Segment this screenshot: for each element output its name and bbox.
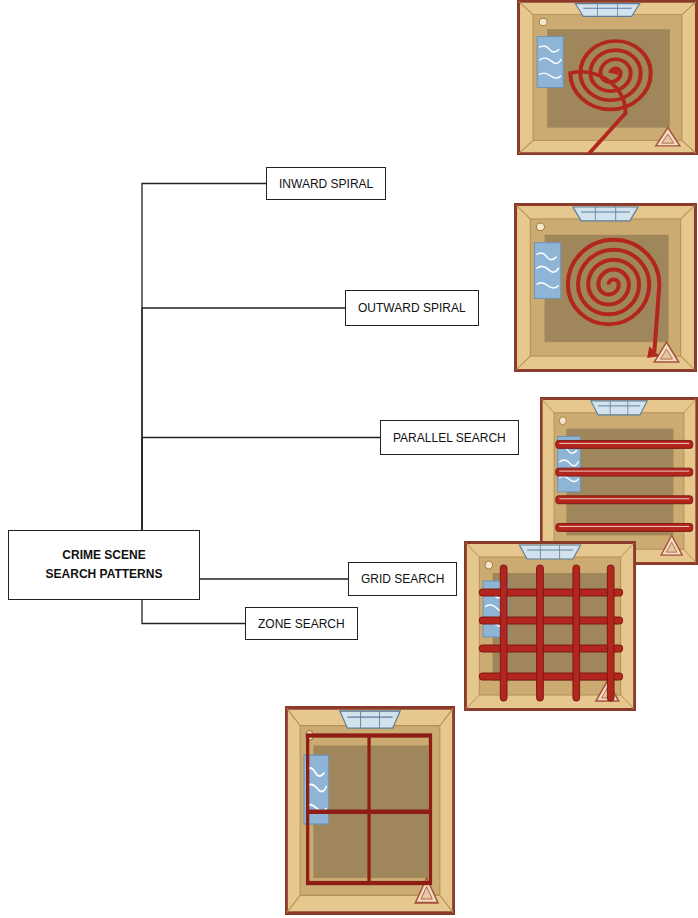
box-label: PARALLEL SEARCH (393, 431, 506, 445)
box-label: GRID SEARCH (361, 572, 444, 586)
tree-connector (142, 308, 345, 530)
pattern-box: OUTWARD SPIRAL (345, 290, 479, 326)
grid-search-illustration (464, 541, 636, 711)
pattern-box: ZONE SEARCH (245, 607, 358, 640)
pattern-box: PARALLEL SEARCH (380, 420, 519, 455)
tree-connector (200, 578, 348, 579)
zone-search-illustration (285, 706, 455, 915)
outward-spiral-illustration (514, 203, 697, 372)
pattern-box: INWARD SPIRAL (266, 167, 386, 200)
inward-spiral-illustration (517, 0, 698, 155)
box-label: OUTWARD SPIRAL (358, 301, 466, 315)
pattern-box: GRID SEARCH (348, 562, 457, 596)
root-box: CRIME SCENE SEARCH PATTERNS (8, 530, 200, 600)
box-label: ZONE SEARCH (258, 617, 345, 631)
box-label: CRIME SCENE SEARCH PATTERNS (38, 546, 170, 583)
tree-connector (142, 438, 380, 531)
parallel-search-illustration (540, 397, 698, 565)
tree-connector (142, 600, 245, 624)
tree-connector (142, 184, 266, 531)
box-label: INWARD SPIRAL (279, 177, 373, 191)
